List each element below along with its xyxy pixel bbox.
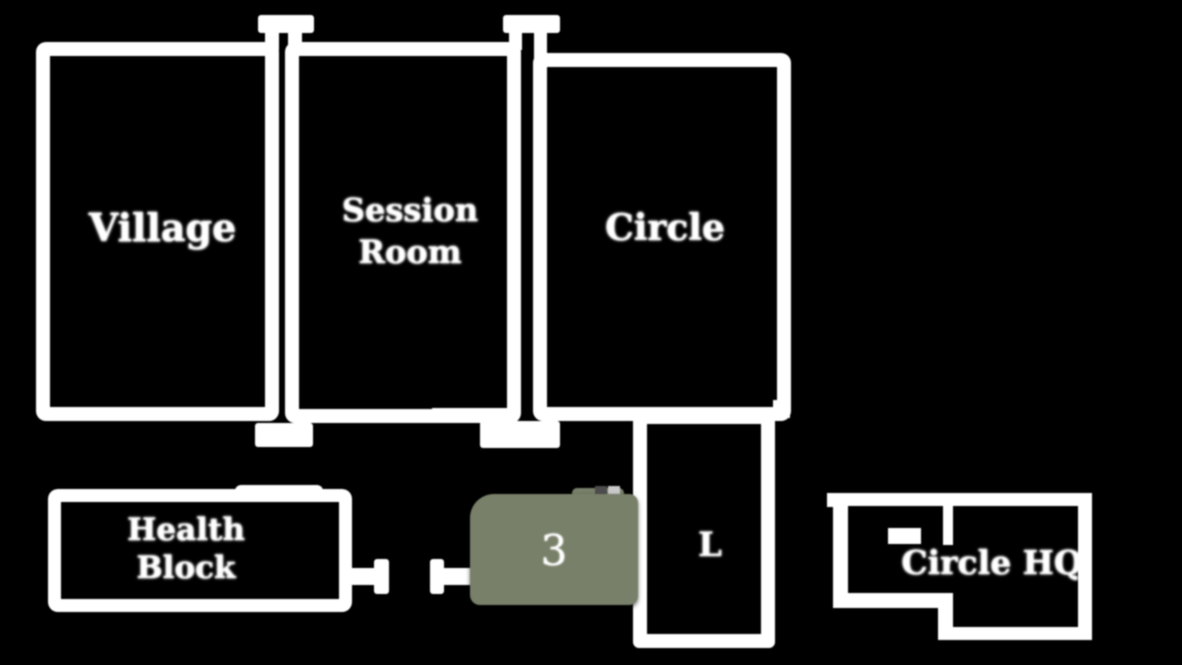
connector-endcap-left (374, 559, 389, 594)
session-room-label-line1: Session (341, 191, 479, 229)
hq-wall-bottom-left (833, 593, 953, 608)
session-room-label-line2: Room (358, 233, 462, 271)
room-circle (533, 53, 791, 421)
hq-wall-bottom-right (938, 627, 1092, 640)
hq-wall-left (833, 493, 848, 608)
annex-label: L (698, 525, 722, 565)
annex-corner-notch (773, 400, 790, 418)
room-session (285, 42, 521, 423)
corridor-b-top-wall-right (534, 28, 547, 60)
connector-endcap-right (430, 559, 444, 594)
circle-hq-label: Circle HQ (901, 543, 1083, 582)
corridor-b-bottom-cap (480, 421, 560, 448)
connector-bar-right (441, 568, 472, 585)
room-annex (633, 410, 775, 648)
unit-3-label: 3 (540, 526, 568, 575)
room-health-block (48, 489, 352, 612)
unit-3-highlight[interactable] (470, 494, 638, 605)
circle-label: Circle (605, 207, 725, 249)
hq-interior-block (888, 528, 921, 544)
corridor-a-bottom-cap (255, 423, 313, 447)
health-block-label-line1: Health (127, 512, 245, 548)
hq-wall-top (833, 493, 1082, 506)
wall-segment (432, 408, 507, 421)
hq-wall-right (1078, 493, 1092, 638)
room-village (36, 42, 279, 421)
health-block-label-line2: Block (136, 550, 236, 586)
connector-bar-left (345, 568, 379, 585)
unit-3-tab-dark (595, 486, 607, 497)
unit-3-tab-light (608, 486, 620, 497)
hq-interior-stub (943, 505, 953, 545)
village-label: Village (88, 205, 237, 250)
